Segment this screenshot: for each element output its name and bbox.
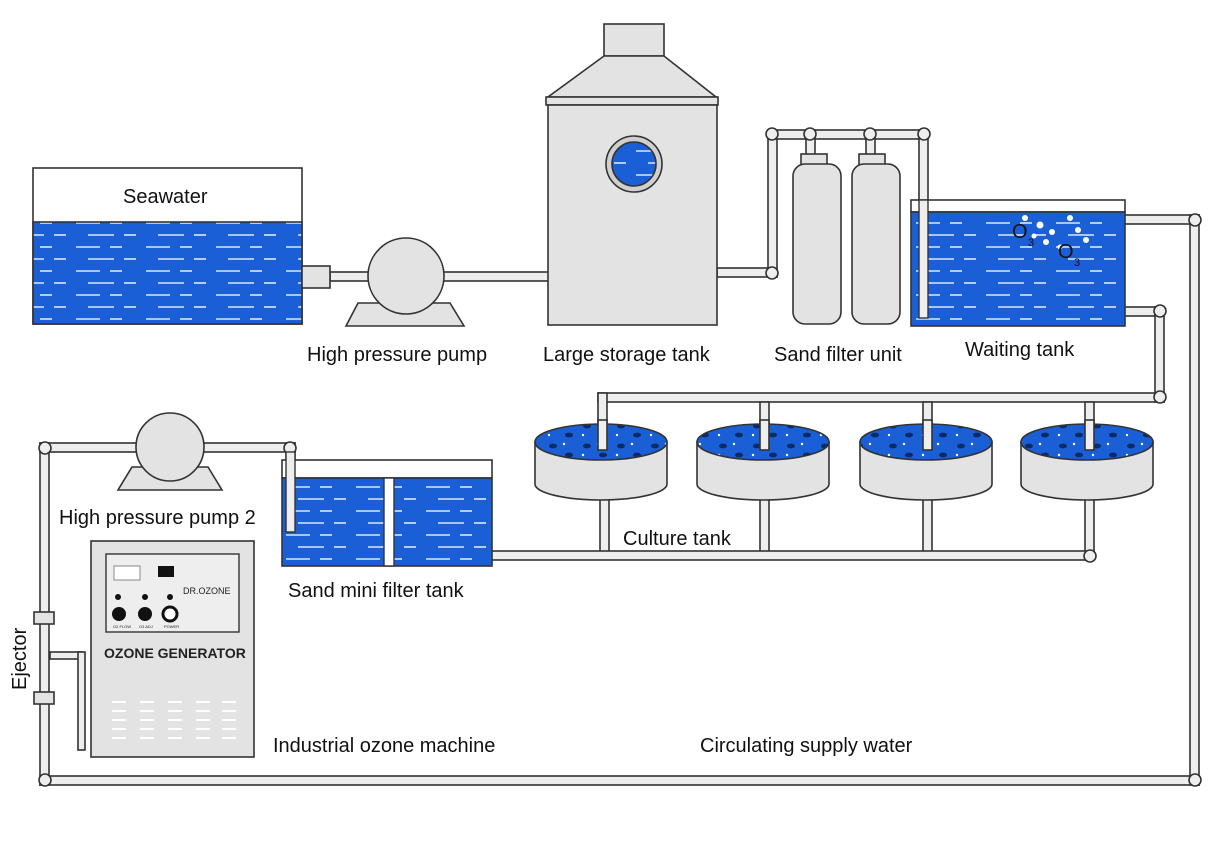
pipe-elbows — [38, 127, 1202, 787]
pipe-waiting-inlet — [1123, 214, 1200, 225]
sand-filter-unit — [792, 153, 901, 325]
ozone-symbol-2-sub: 3 — [1074, 257, 1080, 269]
pipe-culture-return-2 — [759, 494, 770, 554]
label-seawater: Seawater — [123, 186, 208, 208]
pipe-culture-return-4 — [1084, 494, 1095, 554]
pipe-waiting-riser — [1154, 306, 1165, 403]
ozone-symbol-2: O — [1058, 241, 1074, 263]
pipe-to-pump-2 — [39, 442, 141, 453]
culture-inlet-tips — [597, 419, 1095, 451]
knob-o2-flow[interactable] — [112, 607, 126, 621]
ejector-fitting-top — [33, 611, 55, 625]
ozone-generator: DR.OZONE O2 FLOW O3 ADJ POWER OZONE GENE… — [90, 540, 255, 758]
seawater-outlet — [301, 265, 331, 289]
knob-label-2: O3 ADJ — [139, 624, 153, 629]
ozone-generator-brand: DR.OZONE — [183, 586, 231, 596]
high-pressure-pump-2 — [116, 412, 224, 491]
label-high-pressure-pump: High pressure pump — [307, 344, 487, 366]
mini-filter-divider — [383, 477, 395, 567]
label-ejector: Ejector — [9, 627, 31, 690]
label-industrial-ozone-machine: Industrial ozone machine — [273, 735, 495, 757]
waiting-tank-water — [910, 211, 1126, 327]
label-circulating-supply-water: Circulating supply water — [700, 735, 913, 757]
high-pressure-pump — [344, 237, 466, 327]
knob-o3-adjust[interactable] — [138, 607, 152, 621]
pipe-pump-2-out — [199, 442, 296, 453]
large-storage-tank — [545, 23, 719, 326]
vent-slots — [112, 701, 236, 739]
power-switch[interactable] — [161, 605, 179, 623]
storage-tank-sight-glass — [611, 141, 657, 187]
pipe-return-header — [489, 550, 1095, 561]
label-culture-tank: Culture tank — [623, 528, 732, 550]
ozone-symbol-1-sub: 3 — [1028, 237, 1034, 249]
sand-mini-filter-tank — [281, 451, 493, 567]
display-indicator — [158, 566, 174, 577]
knob-label-3: POWER — [164, 624, 179, 629]
pipe-ozone-drop — [77, 651, 86, 751]
pipe-ozone-line — [49, 651, 83, 660]
knob-label-1: O2 FLOW — [113, 624, 131, 629]
waiting-tank: O 3 O 3 — [910, 199, 1126, 327]
seawater-tank — [32, 167, 331, 325]
label-high-pressure-pump-2: High pressure pump 2 — [59, 507, 256, 529]
ozone-bubbles — [1022, 215, 1089, 250]
ozone-symbol-1: O — [1012, 221, 1028, 243]
label-waiting-tank: Waiting tank — [965, 339, 1075, 361]
ozone-generator-title: OZONE GENERATOR — [104, 645, 246, 661]
pipe-filter-header — [767, 129, 929, 140]
label-large-storage-tank: Large storage tank — [543, 344, 711, 366]
display-window — [113, 565, 141, 581]
pipe-culture-return-3 — [922, 494, 933, 554]
label-sand-mini-filter-tank: Sand mini filter tank — [288, 580, 465, 602]
pipe-filter-riser — [767, 134, 778, 278]
pipe-loop-right — [1189, 214, 1200, 786]
seawater-fill — [32, 221, 303, 325]
label-sand-filter-unit: Sand filter unit — [774, 344, 902, 366]
ejector-fitting-bottom — [33, 691, 55, 705]
pipe-culture-return-1 — [599, 494, 610, 554]
pipe-culture-header — [597, 392, 1165, 403]
pipe-loop-bottom — [39, 775, 1200, 786]
